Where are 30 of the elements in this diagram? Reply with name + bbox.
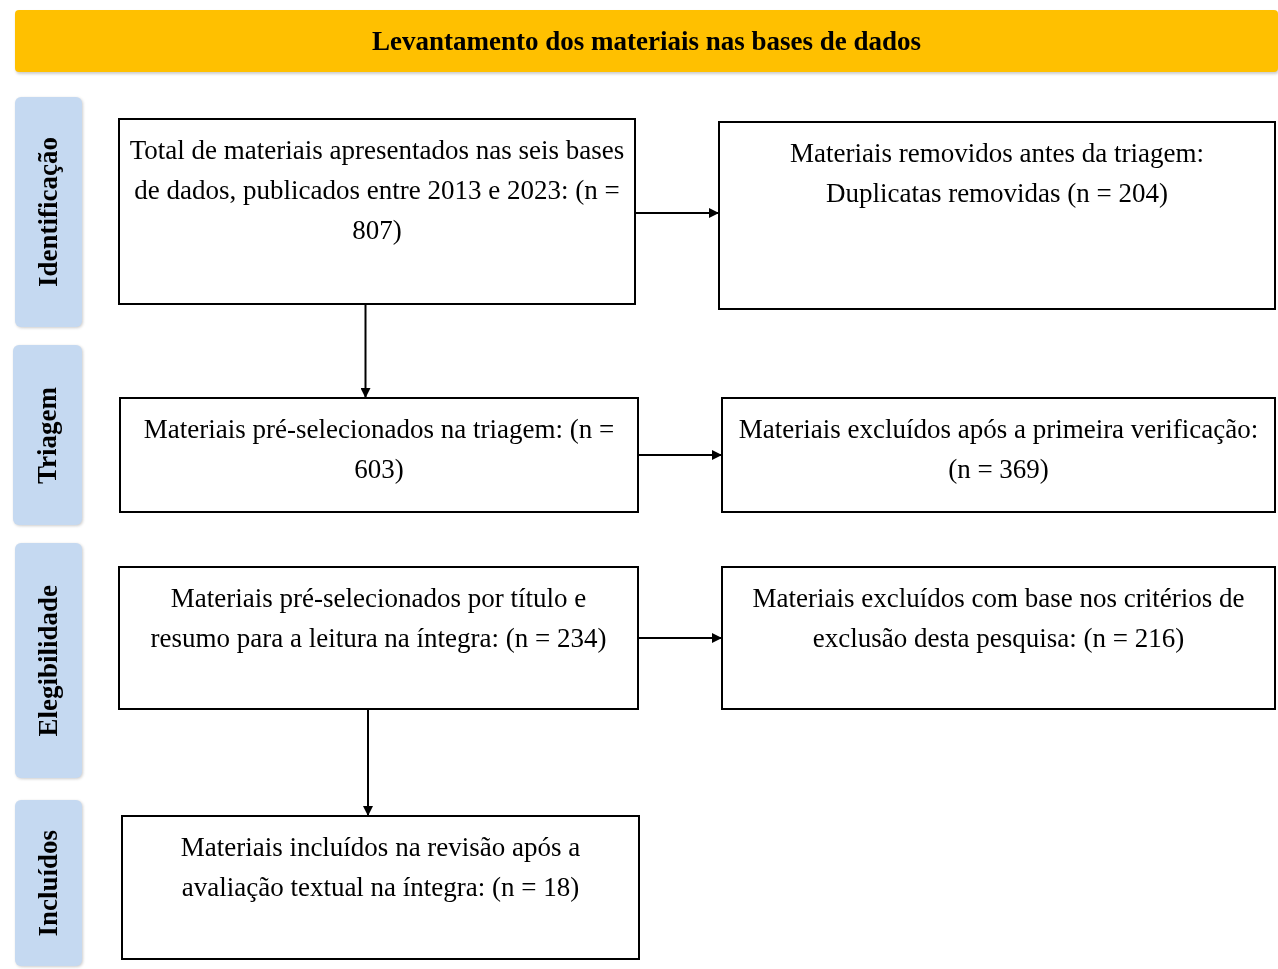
process-box	[118, 566, 639, 710]
stage-label-band	[15, 800, 82, 966]
arrow	[360, 304, 371, 398]
stage-label: Identificação	[33, 137, 64, 287]
process-box	[121, 815, 640, 960]
box-text: Total de materiais apresentados nas seis bases de dados, publicados entre 2013 e 2023: (n = 807)	[128, 134, 626, 247]
title-text: Levantamento dos materiais nas bases de dados	[371, 25, 921, 57]
arrow	[635, 208, 719, 218]
box-text: Duplicatas removidas (n = 204)	[825, 177, 1169, 210]
stage-label-band	[15, 543, 82, 778]
process-box	[721, 397, 1276, 513]
arrow	[638, 450, 722, 460]
box-text: Materiais pré-selecionados por título e resumo para a leitura na íntegra: (n = 234)	[149, 582, 608, 655]
arrow	[638, 633, 722, 643]
box-text: Materiais incluídos na revisão após a avaliação textual na íntegra: (n = 18)	[179, 831, 582, 904]
stage-label-band	[13, 345, 82, 525]
box-text: Materiais excluídos após a primeira verificação: (n = 369)	[737, 413, 1260, 486]
stage-label-band	[15, 97, 82, 327]
stage-label: Triagem	[32, 386, 63, 484]
box-text: Materiais removidos antes da triagem:	[790, 137, 1204, 170]
process-box	[118, 118, 636, 305]
process-box	[721, 566, 1276, 710]
process-box	[718, 121, 1276, 310]
stage-label: Incluídos	[33, 829, 64, 937]
stage-label: Elegibilidade	[33, 584, 64, 737]
arrow	[363, 709, 373, 816]
box-text: Materiais excluídos com base nos critérios de exclusão desta pesquisa: (n = 216)	[751, 582, 1246, 655]
title-banner	[15, 10, 1278, 72]
process-box	[119, 397, 639, 513]
box-text: Materiais pré-selecionados na triagem: (n = 603)	[142, 413, 616, 486]
